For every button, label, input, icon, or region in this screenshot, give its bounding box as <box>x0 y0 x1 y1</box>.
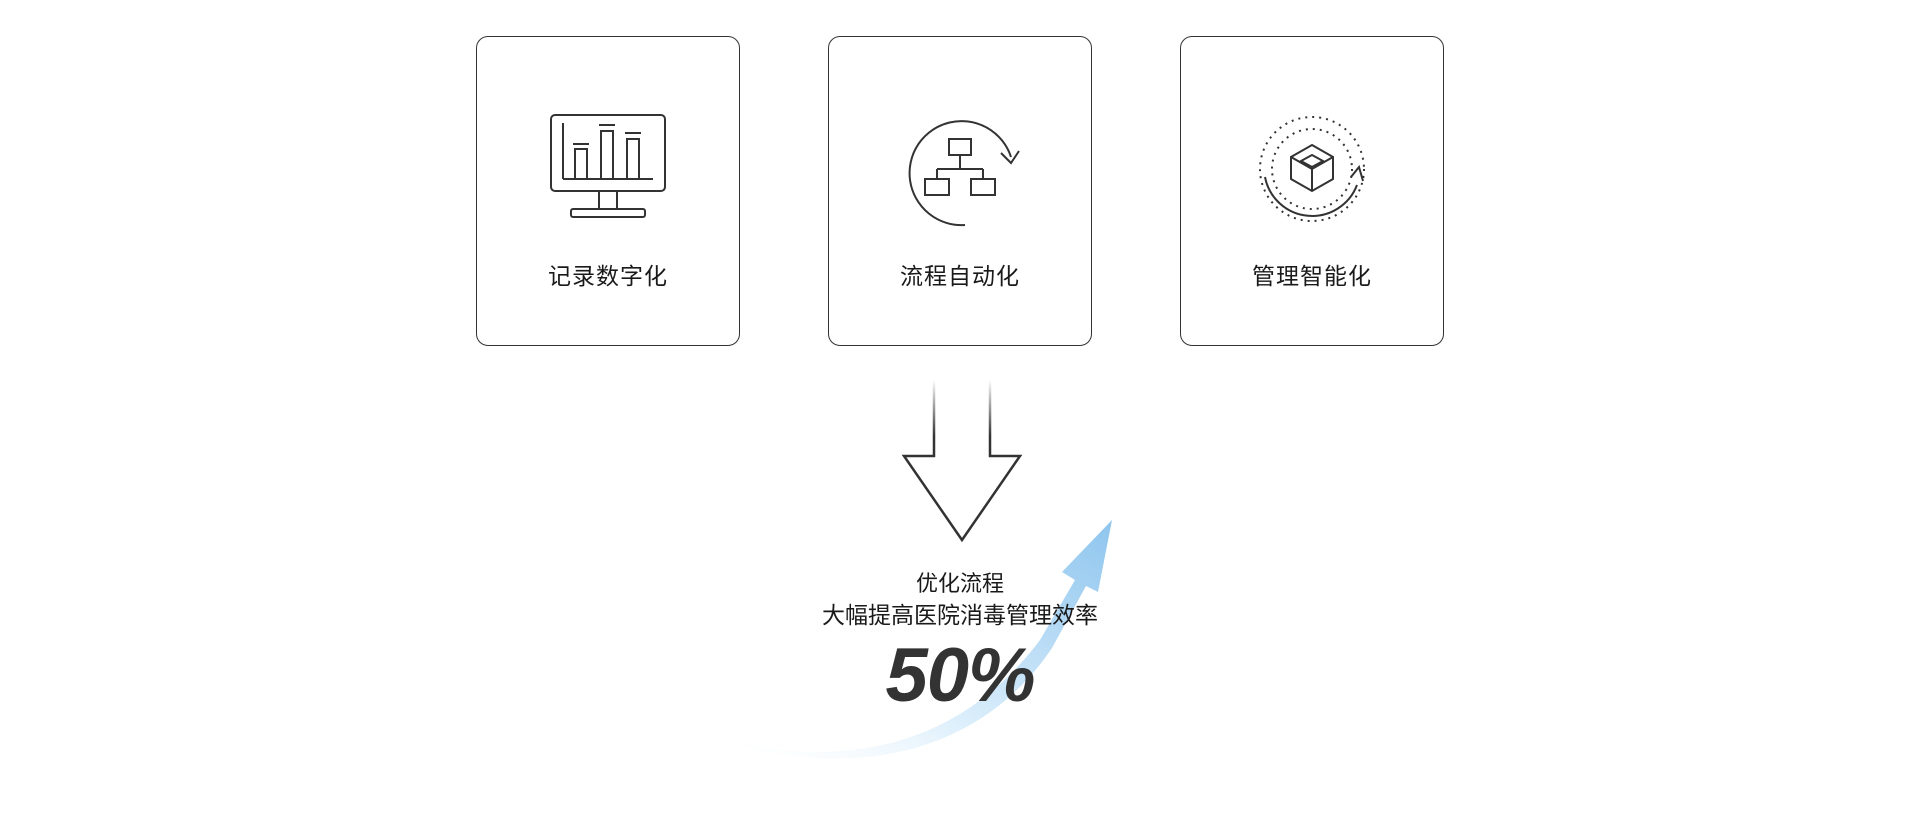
card-process-automation: 流程自动化 <box>828 36 1092 346</box>
card-record-digitization: 记录数字化 <box>476 36 740 346</box>
down-arrow-icon <box>901 380 1023 543</box>
result-subtitle: 大幅提高医院消毒管理效率 <box>822 603 1098 629</box>
result-title: 优化流程 <box>915 572 1004 597</box>
card-label: 记录数字化 <box>548 264 668 290</box>
workflow-cycle-icon <box>895 107 1025 237</box>
result-percent: 50% <box>885 633 1035 718</box>
card-label: 管理智能化 <box>1252 264 1372 290</box>
card-label: 流程自动化 <box>900 264 1020 290</box>
card-intelligent-management: 管理智能化 <box>1180 36 1444 346</box>
monitor-bar-chart-icon <box>543 107 673 237</box>
smart-cube-icon <box>1247 107 1377 237</box>
